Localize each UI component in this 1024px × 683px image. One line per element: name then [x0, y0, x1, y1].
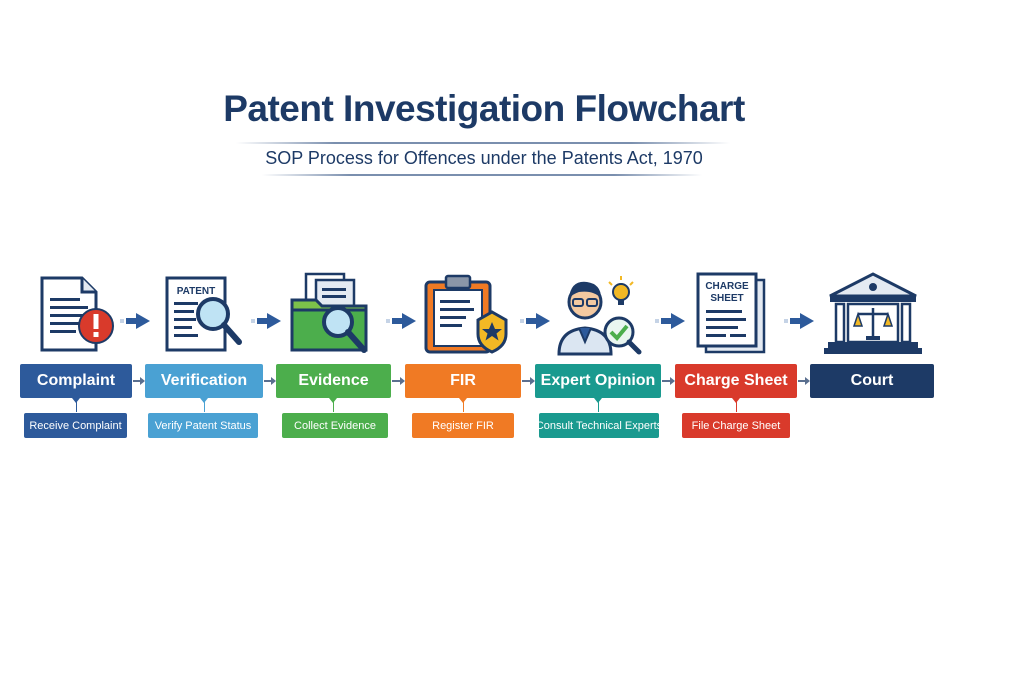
stage-complaint: Complaint	[20, 364, 132, 398]
page-title: Patent Investigation Flowchart	[0, 88, 968, 130]
stage-court: Court	[810, 364, 934, 398]
sub-tick-5	[598, 398, 599, 412]
stage-verification: Verification	[145, 364, 263, 398]
stage-connector-2	[264, 380, 272, 382]
flow-arrow-2	[251, 311, 283, 331]
action-verify-patent-status: Verify Patent Status	[148, 413, 258, 438]
stage-connector-1	[133, 380, 141, 382]
stage-evidence: Evidence	[276, 364, 391, 398]
sub-tick-6	[736, 398, 737, 412]
charge-icon-text-line2: SHEET	[710, 293, 743, 304]
title-divider-bottom	[262, 174, 702, 176]
charge-sheet-icon: CHARGE SHEET	[680, 270, 790, 358]
document-warning-icon	[20, 270, 130, 358]
flow-arrow-1	[120, 311, 152, 331]
action-collect-evidence: Collect Evidence	[282, 413, 388, 438]
stage-connector-3	[392, 380, 401, 382]
sub-tick-2	[204, 398, 205, 412]
patent-magnifier-icon: PATENT	[147, 270, 257, 358]
page-subtitle: SOP Process for Offences under the Paten…	[0, 148, 968, 169]
sub-tick-4	[463, 398, 464, 412]
action-register-fir: Register FIR	[412, 413, 514, 438]
stage-fir: FIR	[405, 364, 521, 398]
charge-icon-text-line1: CHARGE	[705, 281, 749, 292]
patent-icon-text: PATENT	[177, 286, 216, 297]
flow-arrow-6	[784, 311, 816, 331]
action-consult-technical-experts: Consult Technical Experts	[539, 413, 659, 438]
flow-arrow-5	[655, 311, 687, 331]
expert-icon	[541, 270, 651, 358]
clipboard-badge-icon	[410, 270, 520, 358]
sub-tick-1	[76, 398, 77, 412]
flow-arrow-3	[386, 311, 418, 331]
action-file-charge-sheet: File Charge Sheet	[682, 413, 790, 438]
court-building-icon	[818, 270, 928, 358]
stage-connector-4	[522, 380, 531, 382]
evidence-folder-icon	[272, 270, 382, 358]
stage-charge-sheet: Charge Sheet	[675, 364, 797, 398]
stage-expert-opinion: Expert Opinion	[535, 364, 661, 398]
stage-connector-6	[798, 380, 806, 382]
sub-tick-3	[333, 398, 334, 412]
title-divider-top	[236, 142, 730, 144]
stage-connector-5	[662, 380, 671, 382]
flow-arrow-4	[520, 311, 552, 331]
action-receive-complaint: Receive Complaint	[24, 413, 127, 438]
